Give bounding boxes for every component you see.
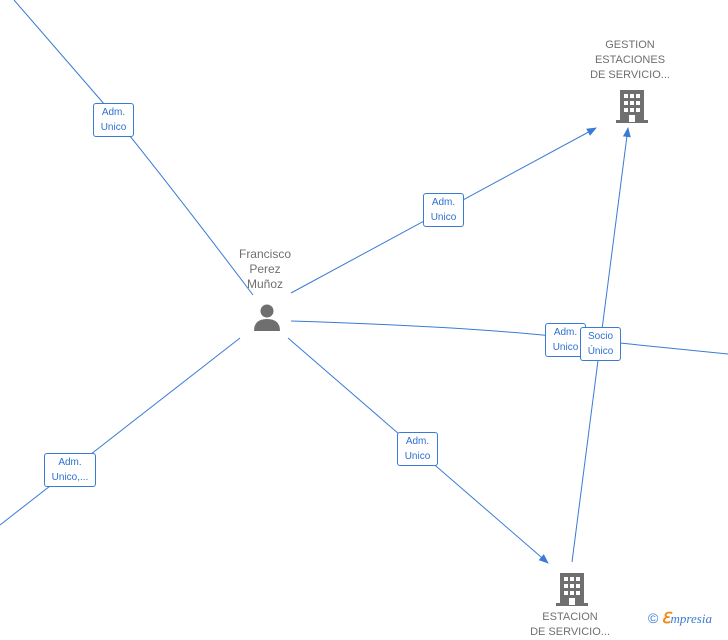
edge-label-adm-unico: Adm. Unico	[397, 432, 438, 466]
edge-label-adm-unico: Adm. Unico	[545, 323, 586, 357]
edge-to-right	[290, 320, 728, 355]
edge-label-adm-unico: Adm. Unico	[93, 103, 134, 137]
edge-top-left	[13, 0, 254, 296]
empresia-logo: ©ℇmpresia	[648, 609, 712, 629]
person-icon[interactable]	[253, 302, 283, 332]
edge-label-adm-unico: Adm. Unico	[423, 193, 464, 227]
copyright-symbol: ©	[648, 610, 659, 626]
building-icon[interactable]	[556, 571, 588, 607]
company-estacion-label[interactable]: ESTACION DE SERVICIO...	[530, 611, 610, 638]
edge-label-adm-unico-multi: Adm. Unico,...	[44, 453, 96, 487]
brand-name: mpresia	[670, 611, 712, 626]
edge-bottom-left	[0, 337, 241, 526]
edge-label-socio-unico: Socio Único	[580, 327, 621, 361]
person-name[interactable]: Francisco Perez Muñoz	[238, 247, 291, 291]
building-icon[interactable]	[616, 88, 648, 124]
company-gestion-label[interactable]: GESTION ESTACIONES DE SERVICIO...	[590, 39, 670, 81]
brand-e: ℇ	[661, 611, 671, 627]
